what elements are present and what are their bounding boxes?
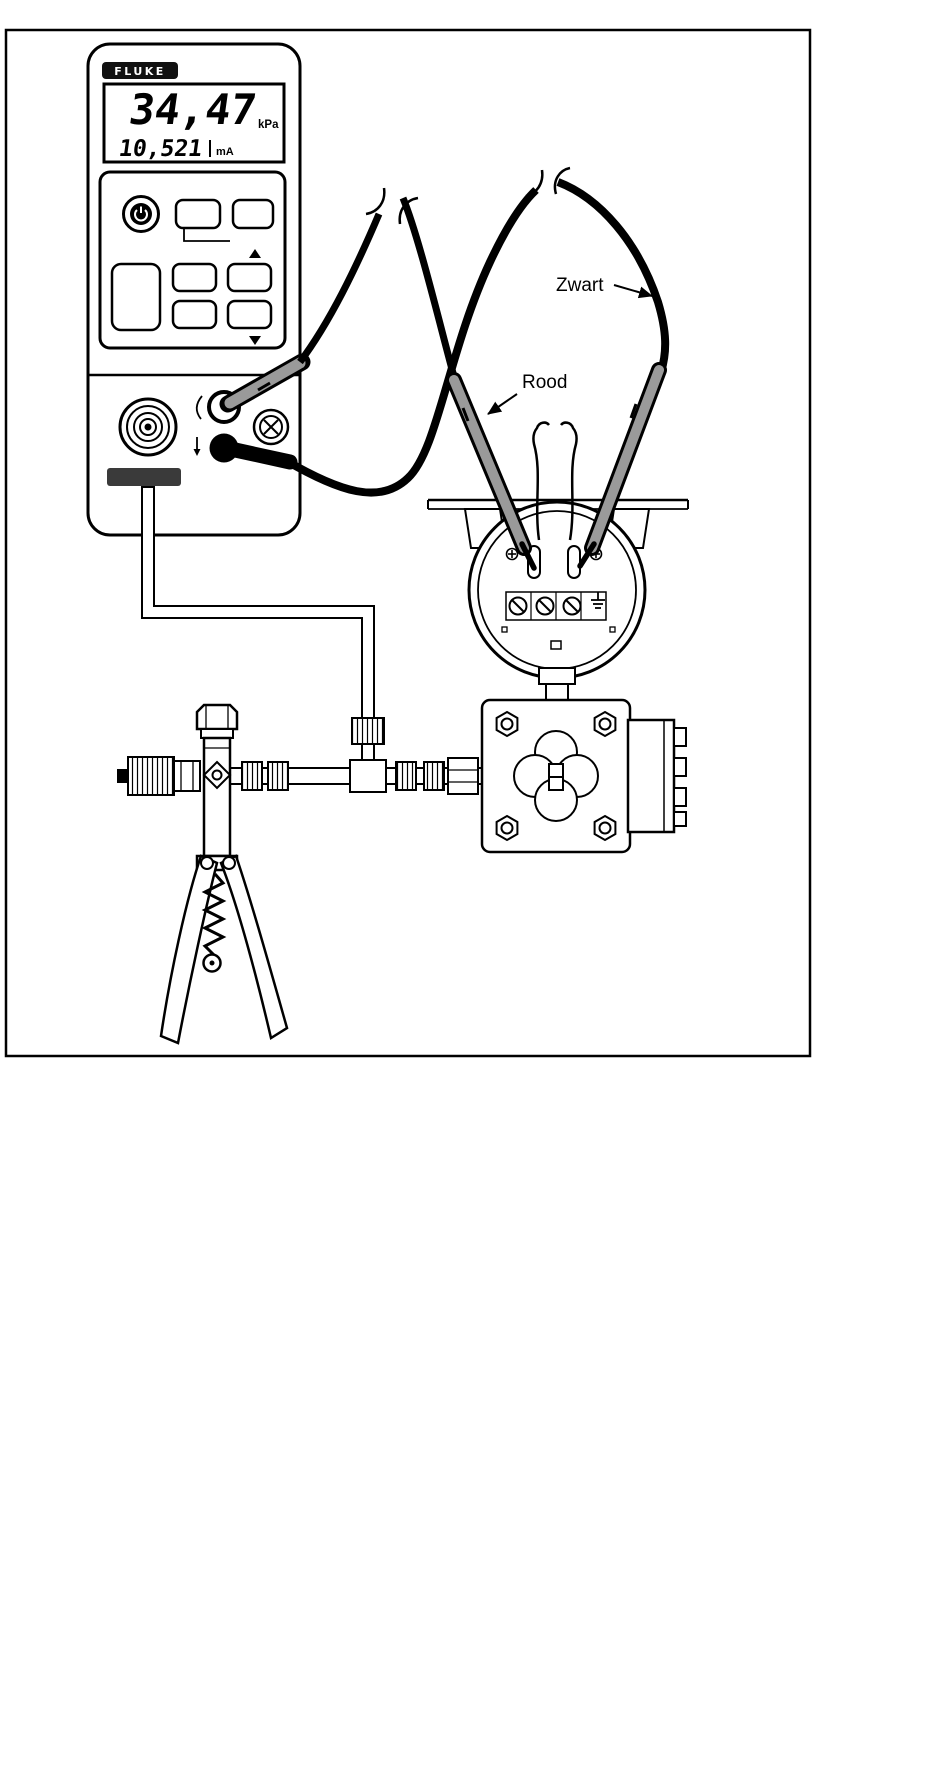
- test-lead-red: [219, 187, 537, 571]
- keypad-button: [231, 198, 275, 230]
- ground-icon: [591, 592, 605, 609]
- keypad: [98, 170, 287, 350]
- terminal-slot: [567, 545, 581, 579]
- keypad-button: [171, 262, 218, 293]
- annotation-zwart: Zwart: [556, 275, 653, 299]
- pressure-calibrator: FLUKE 34,47 kPa 10,521 mA: [86, 42, 302, 537]
- transmitter-neck: [538, 667, 576, 685]
- pressure-port: [118, 397, 178, 457]
- power-button: [122, 195, 160, 233]
- jack-polarity-marks: [193, 395, 203, 456]
- flange-bolt-icon: [495, 710, 617, 842]
- rood-arrow: [487, 393, 518, 415]
- display-secondary-unit: mA: [216, 146, 234, 158]
- knurled-fitting: [423, 761, 445, 791]
- display-primary-value: 34,47: [126, 85, 259, 134]
- keypad-function-mark: [183, 229, 230, 242]
- pressure-line: [229, 717, 485, 795]
- cable-break-mark: [525, 166, 571, 198]
- zwart-arrow: [613, 284, 653, 299]
- valve-cross: [202, 760, 232, 790]
- cable-break-mark: [365, 187, 419, 225]
- transmitter-wires: [532, 421, 578, 541]
- red-probe-tip: [519, 541, 537, 571]
- down-arrow-icon: [249, 336, 261, 345]
- hand-pump: [117, 703, 289, 1045]
- power-icon: [134, 206, 148, 222]
- knurled-fitting: [395, 761, 417, 791]
- vernier-knob: [117, 756, 201, 796]
- keypad-button: [226, 299, 273, 330]
- terminal-screw-icon: [508, 596, 582, 616]
- annotation-rood: Rood: [487, 372, 567, 415]
- black-probe-tip: [577, 541, 597, 569]
- keypad-button: [171, 299, 218, 330]
- ground-jack: [252, 408, 290, 446]
- black-clamp: [218, 440, 298, 470]
- display-secondary-value: 10,521: [117, 136, 204, 162]
- hex-coupler: [447, 757, 479, 795]
- pump-body: [202, 736, 232, 858]
- tee-fitting: [349, 759, 387, 793]
- test-lead-black: [218, 166, 670, 569]
- lcd-display: 34,47 kPa 10,521 mA: [102, 82, 286, 164]
- port-label-plate: [107, 468, 181, 486]
- screw-icon: [263, 419, 279, 435]
- side-flange: [626, 718, 687, 834]
- up-arrow-icon: [249, 249, 261, 258]
- fluke-logo-text: FLUKE: [114, 65, 166, 78]
- keypad-button: [226, 262, 273, 293]
- keypad-button: [174, 198, 222, 230]
- pump-top-hex: [195, 703, 239, 731]
- pump-pivot: [200, 856, 214, 870]
- fluke-logo: FLUKE: [102, 62, 178, 79]
- pump-spring: [201, 873, 227, 957]
- transmitter-head: [467, 500, 647, 680]
- keypad-button: [110, 262, 162, 332]
- pump-pivot: [222, 856, 236, 870]
- knurled-fitting: [351, 717, 385, 745]
- knurled-fitting: [267, 761, 289, 791]
- diaphragm-clover: [513, 730, 599, 822]
- knurled-fitting: [241, 761, 263, 791]
- pump-handle-right: [219, 854, 289, 1040]
- black-lead-label: Zwart: [556, 275, 604, 296]
- pump-handle-left: [159, 854, 219, 1045]
- display-primary-unit: kPa: [258, 119, 279, 131]
- red-lead-label: Rood: [522, 372, 567, 393]
